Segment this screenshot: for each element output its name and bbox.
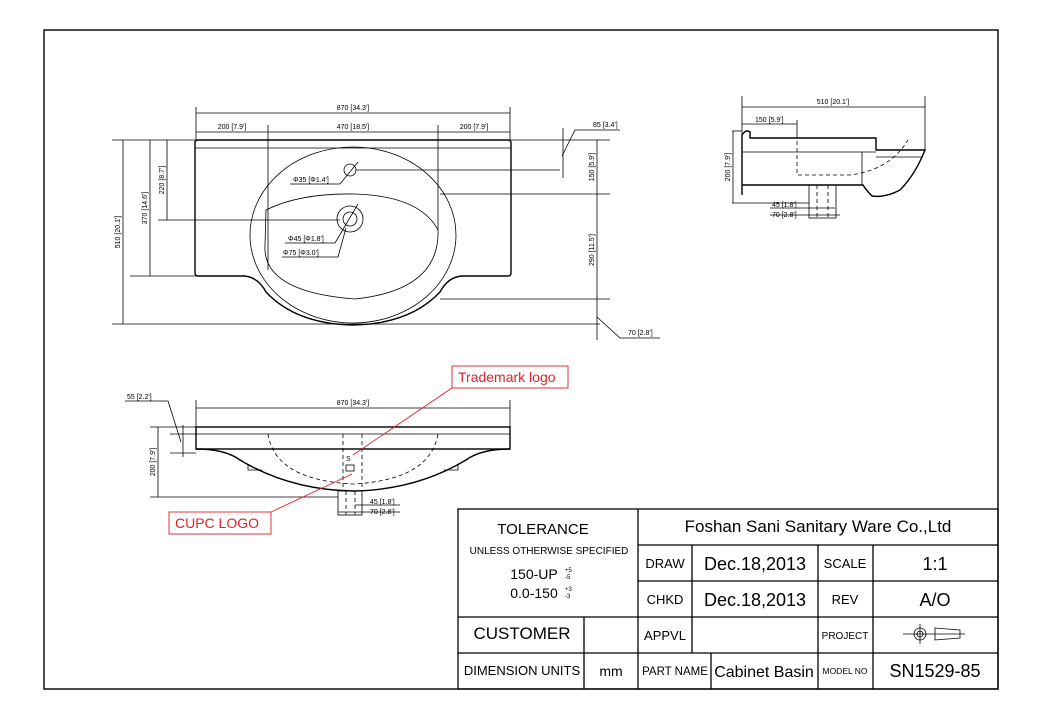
dim-front-to-bowl: 150 [5.9'] bbox=[589, 153, 596, 182]
tolerance-150-up-plus: +5 bbox=[565, 568, 573, 574]
basin-outline bbox=[194, 139, 512, 326]
part-name-label: PART NAME bbox=[642, 666, 708, 678]
bowl-outline bbox=[264, 193, 439, 300]
dim-overall-width: 870 [34.3'] bbox=[337, 105, 370, 112]
dimension-units-label: DIMENSION UNITS bbox=[464, 663, 581, 678]
dim-tap-hole-offset: 85 [3.4'] bbox=[593, 122, 618, 129]
tolerance-0-150-plus: +3 bbox=[565, 587, 573, 593]
trademark-label: Trademark logo bbox=[458, 369, 556, 385]
tolerance-title: TOLERANCE bbox=[497, 521, 588, 538]
dim-bowl-width: 470 [18.5'] bbox=[337, 124, 370, 131]
dim-front-lip: 70 [2.8'] bbox=[628, 330, 653, 337]
chkd-label: CHKD bbox=[647, 592, 684, 607]
cupc-label: CUPC LOGO bbox=[175, 515, 259, 531]
basin-rim bbox=[249, 146, 457, 324]
tolerance-150-up-minus: -5 bbox=[565, 575, 571, 581]
trademark-callout: Trademark logo bbox=[352, 365, 569, 456]
scale-label: SCALE bbox=[824, 556, 867, 571]
chkd-date: Dec.18,2013 bbox=[704, 590, 806, 610]
top-view: 870 [34.3'] 200 [7.9'] 470 [18.5'] 200 [… bbox=[112, 105, 660, 340]
tolerance-note: UNLESS OTHERWISE SPECIFIED bbox=[470, 546, 629, 557]
dim-tap-hole: Φ35 [Φ1.4'] bbox=[293, 177, 329, 184]
drain-outer bbox=[336, 205, 364, 233]
side-view: 510 [20.1'] 150 [5.9'] 200 [7.9'] 45 [1.… bbox=[725, 96, 927, 219]
trademark-logo-mark: S bbox=[346, 456, 351, 463]
company-name: Foshan Sani Sanitary Ware Co.,Ltd bbox=[685, 517, 952, 536]
dim-deck-thickness: 55 [2.2'] bbox=[127, 394, 152, 401]
part-name-value: Cabinet Basin bbox=[714, 664, 814, 681]
appvl-label: APPVL bbox=[644, 628, 686, 643]
tap-hole bbox=[343, 163, 357, 177]
tolerance-0-150-minus: -3 bbox=[565, 594, 571, 600]
dim-deck-depth: 370 [14.6'] bbox=[142, 192, 149, 225]
dimension-units-value: mm bbox=[599, 663, 622, 679]
tolerance-150-up: 150-UP bbox=[510, 566, 557, 582]
dim-side-bowl-offset: 150 [5.9'] bbox=[755, 117, 784, 124]
dim-drain-offset: 220 [8.7'] bbox=[159, 166, 166, 195]
cupc-callout: CUPC LOGO bbox=[168, 473, 353, 535]
dim-side-depth: 510 [20.1'] bbox=[817, 99, 850, 106]
title-block: TOLERANCE UNLESS OTHERWISE SPECIFIED 150… bbox=[457, 508, 999, 690]
dim-front-drain-inner: 45 [1.8'] bbox=[370, 499, 395, 506]
dim-right-margin: 200 [7.9'] bbox=[460, 124, 489, 131]
projection-symbol-icon bbox=[903, 624, 965, 644]
dim-drain-inner: Φ45 [Φ1.8'] bbox=[288, 236, 324, 243]
scale-value: 1:1 bbox=[922, 554, 947, 574]
draw-date: Dec.18,2013 bbox=[704, 554, 806, 574]
dim-front-drain-outer: 70 [2.8'] bbox=[370, 509, 395, 516]
project-label: PROJECT bbox=[822, 631, 869, 642]
dim-side-drain-inner: 45 [1.8'] bbox=[772, 202, 797, 209]
customer-label: CUSTOMER bbox=[474, 624, 571, 643]
dim-bowl-depth: 290 [11.5'] bbox=[589, 234, 596, 266]
tolerance-0-150: 0.0-150 bbox=[510, 585, 558, 601]
draw-label: DRAW bbox=[645, 556, 685, 571]
model-no-value: SN1529-85 bbox=[889, 661, 980, 681]
dim-overall-depth: 510 [20.1'] bbox=[115, 216, 122, 249]
dim-side-drain-outer: 70 [2.8'] bbox=[772, 212, 797, 219]
side-profile bbox=[741, 130, 927, 198]
dim-drain-outer: Φ75 [Φ3.0'] bbox=[283, 250, 319, 257]
dim-front-height: 200 [7.9'] bbox=[150, 448, 157, 477]
front-view: S 870 [34.3'] 55 [2.2'] 200 [7.9'] 45 [1… bbox=[125, 394, 511, 516]
dim-left-margin: 200 [7.9'] bbox=[218, 124, 247, 131]
rev-label: REV bbox=[832, 592, 859, 607]
dim-side-height: 200 [7.9'] bbox=[725, 153, 732, 182]
cupc-logo-mark bbox=[345, 464, 355, 472]
drain-inner bbox=[342, 211, 358, 227]
rev-value: A/O bbox=[919, 590, 950, 610]
dim-front-width: 870 [34.3'] bbox=[337, 400, 370, 407]
model-no-label: MODEL NO bbox=[822, 666, 867, 676]
